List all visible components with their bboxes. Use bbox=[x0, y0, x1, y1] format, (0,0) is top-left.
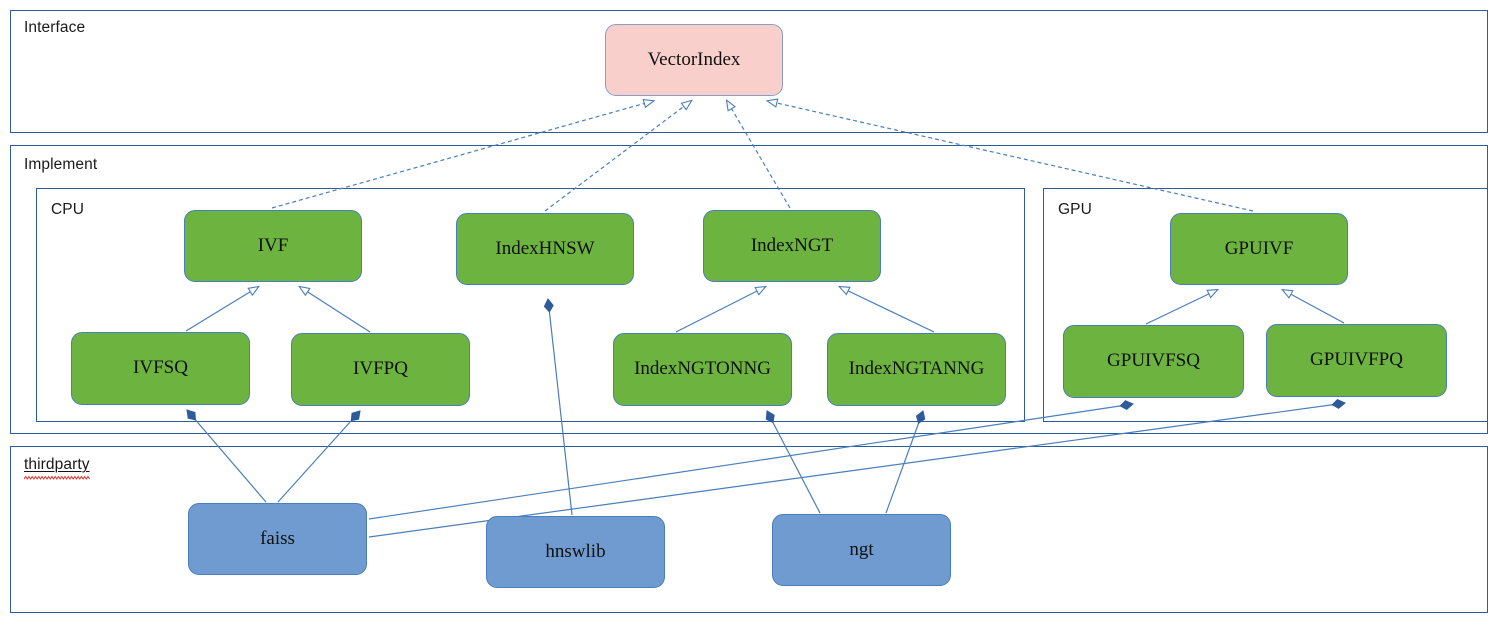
node-label-gpuivfpq: GPUIVFPQ bbox=[1310, 349, 1403, 371]
node-indexngtonng[interactable]: IndexNGTONNG bbox=[613, 333, 792, 406]
node-indexngtanng[interactable]: IndexNGTANNG bbox=[827, 333, 1006, 406]
node-label-indexngt: IndexNGT bbox=[750, 234, 834, 256]
container-label-gpu: GPU bbox=[1058, 201, 1092, 218]
node-label-gpuivfsq: GPUIVFSQ bbox=[1107, 350, 1200, 372]
node-ivf[interactable]: IVF bbox=[184, 210, 362, 282]
node-label-hnswlib: hnswlib bbox=[545, 540, 606, 562]
node-indexngt[interactable]: IndexNGT bbox=[703, 210, 881, 282]
node-gpuivfpq[interactable]: GPUIVFPQ bbox=[1266, 324, 1447, 397]
node-indexhnsw[interactable]: IndexHNSW bbox=[456, 213, 634, 285]
container-label-cpu: CPU bbox=[51, 201, 85, 218]
node-label-vectorindex: VectorIndex bbox=[647, 48, 741, 70]
node-label-indexngtanng: IndexNGTANNG bbox=[848, 358, 985, 380]
node-hnswlib[interactable]: hnswlib bbox=[486, 516, 665, 588]
node-label-indexngtonng: IndexNGTONNG bbox=[634, 358, 771, 380]
node-vectorindex[interactable]: VectorIndex bbox=[605, 24, 783, 96]
node-faiss[interactable]: faiss bbox=[188, 503, 367, 575]
node-label-ivfsq: IVFSQ bbox=[133, 357, 188, 379]
node-ngt[interactable]: ngt bbox=[772, 514, 951, 586]
node-label-ngt: ngt bbox=[849, 538, 874, 560]
node-label-faiss: faiss bbox=[260, 527, 295, 549]
node-label-ivfpq: IVFPQ bbox=[353, 358, 408, 380]
node-gpuivfsq[interactable]: GPUIVFSQ bbox=[1063, 325, 1244, 398]
node-ivfsq[interactable]: IVFSQ bbox=[71, 332, 250, 405]
node-label-indexhnsw: IndexHNSW bbox=[495, 237, 595, 259]
container-label-thirdparty: thirdparty bbox=[24, 456, 90, 480]
container-label-thirdparty-text: thirdparty bbox=[24, 456, 90, 473]
node-ivfpq[interactable]: IVFPQ bbox=[291, 333, 470, 406]
container-label-interface: Interface bbox=[24, 19, 86, 36]
node-label-gpuivf: GPUIVF bbox=[1224, 237, 1294, 259]
container-label-implement: Implement bbox=[24, 156, 98, 173]
node-gpuivf[interactable]: GPUIVF bbox=[1170, 213, 1348, 285]
node-label-ivf: IVF bbox=[257, 234, 289, 256]
